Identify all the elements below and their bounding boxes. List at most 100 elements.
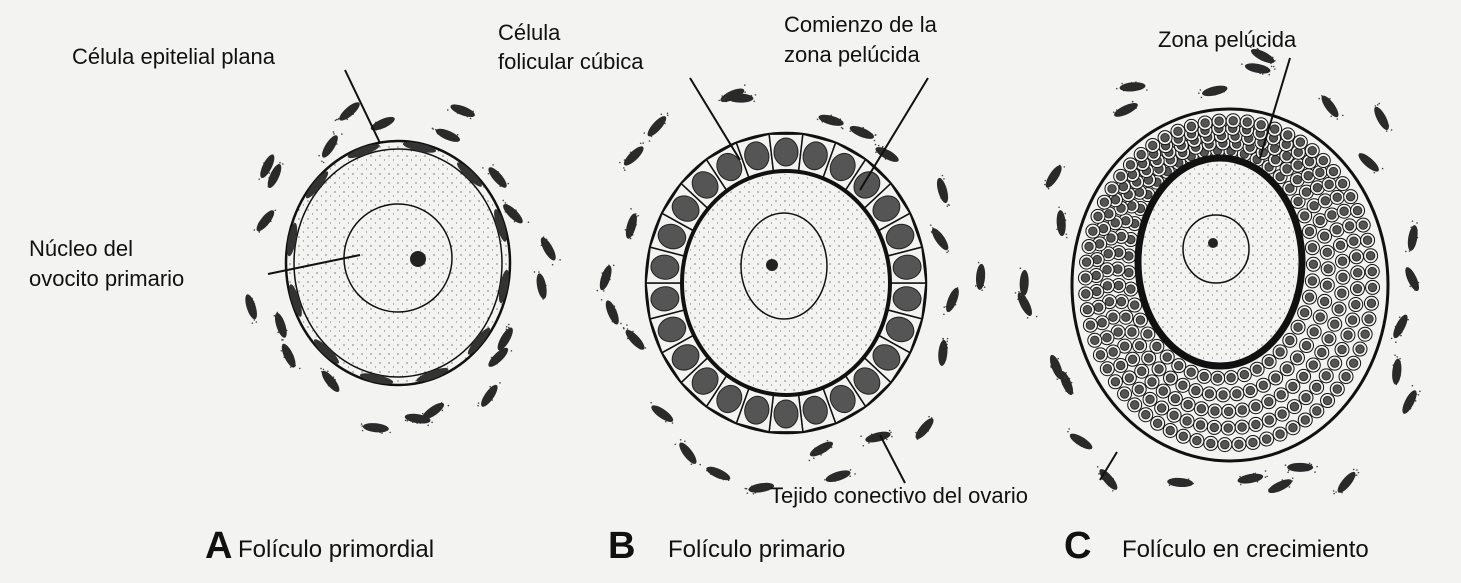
stipple-dot (1291, 477, 1294, 480)
granulosa-cell-nucleus (1178, 431, 1189, 441)
stipple-dot (1274, 68, 1276, 70)
cuboidal-cell-nucleus (853, 171, 881, 199)
granulosa-cell-nucleus (1277, 409, 1287, 419)
granulosa-cell-nucleus (1088, 226, 1098, 236)
leader-nucleo-ovocito (267, 254, 361, 275)
fibrocyte (245, 294, 257, 320)
granulosa-cell-nucleus (1293, 160, 1303, 170)
stipple-dot (1356, 469, 1358, 471)
fibrocyte (1017, 292, 1032, 316)
stipple-dot (754, 94, 757, 96)
stipple-dot (674, 443, 677, 446)
stipple-dot (1026, 316, 1029, 319)
leader-folicular-cubica (689, 77, 741, 161)
cuboidal-cell-nucleus (691, 171, 719, 199)
granulosa-cell-nucleus (1335, 240, 1346, 251)
label-tejido-conectivo: Tejido conectivo del ovario (770, 483, 1029, 508)
stipple-dot (1115, 87, 1118, 90)
granulosa-cell-nucleus (1337, 178, 1348, 189)
stipple-dot (813, 457, 815, 459)
stipple-dot (482, 167, 484, 169)
stipple-dot (699, 463, 701, 466)
granulosa-cell-nucleus (1300, 415, 1310, 425)
fibrocyte (946, 287, 959, 313)
stipple-dot (1065, 371, 1067, 374)
fibrocyte (1114, 102, 1138, 117)
flat-cell-nucleus (305, 171, 329, 199)
stipple-dot (1121, 82, 1123, 85)
stipple-dot (1330, 115, 1333, 118)
granulosa-cell-nucleus (1127, 354, 1138, 364)
granulosa-cell-nucleus (1114, 280, 1124, 291)
stipple-dot (277, 331, 279, 334)
fibrocyte (605, 300, 619, 325)
stipple-dot (849, 130, 852, 132)
granulosa-cell-nucleus (1136, 149, 1146, 160)
granulosa-cell-nucleus (1145, 394, 1155, 405)
stipple-dot (626, 324, 628, 326)
fibrocyte (727, 93, 754, 103)
granulosa-cell-nucleus (1110, 377, 1121, 387)
fibrocyte (818, 114, 844, 126)
stipple-dot (1065, 233, 1068, 235)
stipple-dot (885, 438, 888, 441)
stipple-dot (862, 444, 865, 447)
growing-nucleus-stipple (1185, 217, 1247, 281)
granulosa-cell-nucleus (1293, 322, 1303, 332)
stipple-dot (281, 163, 284, 165)
granulosa-cell-nucleus (1116, 296, 1127, 307)
granulosa-cell-nucleus (1148, 140, 1158, 151)
granulosa-cell-nucleus (1270, 373, 1281, 383)
stipple-dot (253, 229, 256, 231)
stipple-dot (891, 435, 893, 438)
stipple-dot (1314, 471, 1316, 473)
stipple-dot (346, 118, 349, 121)
cuboidal-cell-nucleus (657, 223, 687, 250)
stipple-dot (551, 263, 554, 266)
granulosa-cell-nucleus (1248, 437, 1258, 448)
stipple-dot (744, 487, 747, 490)
stipple-dot (1416, 222, 1418, 224)
granulosa-cell-nucleus (1169, 410, 1179, 420)
stipple-dot (360, 423, 363, 425)
stipple-dot (432, 128, 434, 130)
granulosa-cell-nucleus (1304, 292, 1315, 302)
stipple-dot (489, 385, 491, 388)
stipple-dot (341, 133, 343, 135)
granulosa-cell-nucleus (1299, 307, 1310, 318)
granulosa-cell-nucleus (1103, 249, 1113, 259)
stipple-dot (1270, 65, 1273, 68)
stipple-dot (946, 251, 948, 254)
granulosa-cell-nucleus (1108, 347, 1118, 357)
stipple-dot (1256, 47, 1259, 50)
panel-c-letter: C (1064, 525, 1092, 567)
panel-b-letter: B (608, 525, 636, 567)
stipple-dot (690, 463, 693, 466)
stipple-dot (1241, 63, 1243, 65)
stipple-dot (890, 431, 892, 434)
label-zona-pelucida: Zona pelúcida (1158, 27, 1297, 52)
granulosa-cell-nucleus (1292, 175, 1303, 185)
granulosa-cell-nucleus (1344, 221, 1355, 231)
cuboidal-cell-nucleus (744, 141, 770, 171)
stipple-dot (381, 432, 383, 434)
leader-tejido-conectivo-b (879, 434, 906, 484)
granulosa-cell-nucleus (1339, 206, 1349, 216)
granulosa-cell-nucleus (1124, 267, 1134, 278)
granulosa-cell-nucleus (1119, 389, 1130, 399)
stipple-dot (507, 323, 510, 326)
granulosa-cell-nucleus (1127, 327, 1137, 337)
zona-pelucida (1134, 154, 1306, 370)
stipple-dot (1396, 356, 1398, 358)
granulosa-cell-nucleus (1104, 209, 1114, 219)
stipple-dot (630, 208, 632, 210)
granulosa-cell-nucleus (1364, 314, 1374, 324)
stipple-dot (1240, 483, 1242, 486)
flat-cell-nucleus (498, 269, 509, 304)
stipple-dot (1419, 390, 1421, 393)
primordial-epithelial-ring (293, 148, 503, 378)
granulosa-cell-nucleus (1332, 192, 1342, 203)
fibrocyte (536, 273, 547, 299)
fibrocyte (1056, 210, 1066, 237)
